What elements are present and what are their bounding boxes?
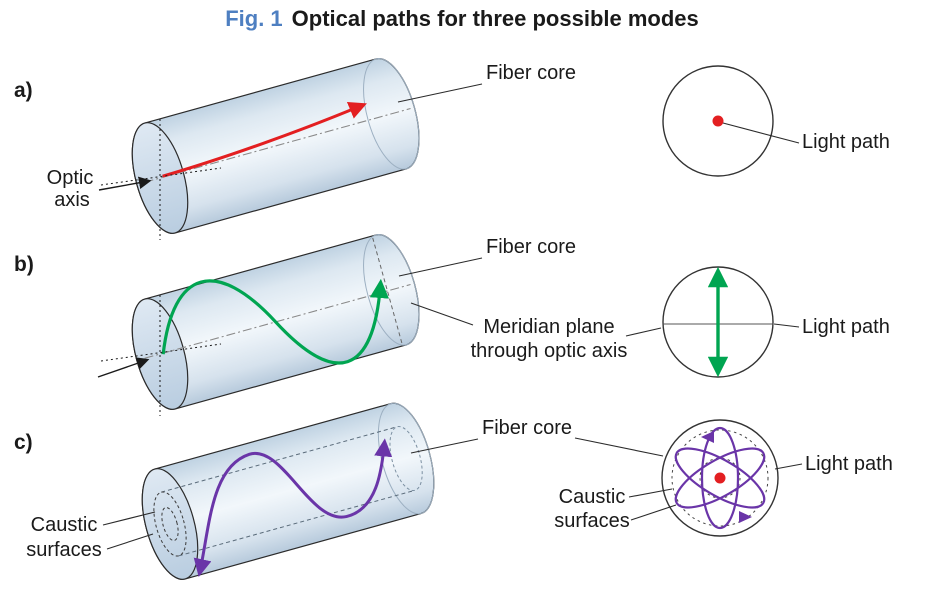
- fiber-cylinder-b: [131, 233, 420, 410]
- panel-c-tag: c): [14, 431, 33, 454]
- optic-axis-pointer-arrow: [98, 176, 152, 191]
- fiber-core-label-b: Fiber core: [486, 236, 576, 258]
- meridian-plane-edge: [372, 237, 403, 345]
- fiber-core-leader-c-right: [574, 437, 664, 457]
- light-path-leader-b: [773, 323, 800, 328]
- axial-light-ray-a: [162, 101, 367, 178]
- panel-c: c) Caustic surfaces Fiber core: [14, 402, 893, 580]
- panel-b-tag: b): [14, 253, 34, 276]
- caustic-circle-outer: [671, 429, 769, 527]
- caustic-right-label-line2: surfaces: [554, 510, 630, 532]
- construction-horizontal-line-b: [100, 343, 222, 362]
- optic-axis-label-line1: Optic: [47, 167, 94, 189]
- figure-title-label: Optical paths for three possible modes: [292, 6, 699, 31]
- caustic-left-label-line1: Caustic: [31, 514, 98, 536]
- optic-axis-line-b: [144, 283, 411, 359]
- light-path-leader-c: [774, 463, 803, 470]
- panel-a-tag: a): [14, 79, 33, 102]
- meridian-leader-right: [625, 327, 662, 337]
- fiber-core-label-c: Fiber core: [482, 417, 572, 439]
- cylinder-c-end-face: [141, 468, 199, 580]
- rosette-ellipse-1: [674, 447, 766, 509]
- optic-axis-label-line2: axis: [54, 189, 90, 211]
- fiber-core-label-a: Fiber core: [486, 62, 576, 84]
- caustic-ellipse-outer-face: [153, 491, 187, 557]
- panel-a: a) Optic axis Fiber core Light path: [14, 57, 890, 240]
- cylinder-b-far-cap: [363, 234, 420, 346]
- rosette-ellipse-2: [700, 426, 740, 530]
- caustic-right-leader-1: [628, 488, 673, 498]
- light-path-dot-c: [714, 472, 726, 484]
- meridian-label-line2: through optic axis: [471, 340, 628, 362]
- fiber-cylinder-c: [141, 402, 435, 580]
- caustic-left-leader-1: [102, 511, 156, 526]
- fiber-core-leader-b: [398, 257, 483, 277]
- rosette-arrowhead-bottom: [739, 511, 752, 523]
- light-path-leader-a: [722, 122, 800, 144]
- caustic-left-label-line2: surfaces: [26, 539, 102, 561]
- page-title: Fig. 1 Optical paths for three possible m…: [225, 6, 699, 31]
- meridian-label-line1: Meridian plane: [483, 316, 614, 338]
- meridian-leader-left: [410, 302, 474, 326]
- optic-axis-line-a: [144, 107, 411, 183]
- figure-number-label: Fig. 1: [225, 6, 282, 31]
- construction-horizontal-line-a: [100, 167, 222, 186]
- caustic-ellipse-inner-face: [161, 507, 179, 541]
- light-path-label-a: Light path: [802, 131, 890, 153]
- rosette-arrowhead-top: [701, 431, 714, 443]
- caustic-right-label-line1: Caustic: [559, 486, 626, 508]
- caustic-left-leader-2: [106, 533, 154, 550]
- fiber-core-leader-a: [397, 83, 483, 103]
- fiber-cylinder-a: [131, 57, 420, 234]
- light-path-dot-a: [712, 115, 724, 127]
- meridional-light-ray-b: [161, 278, 390, 365]
- skew-light-ray-c: [193, 438, 393, 578]
- caustic-right-leader-2: [630, 504, 677, 521]
- light-path-label-b: Light path: [802, 316, 890, 338]
- entry-pointer-arrow-b: [97, 357, 150, 378]
- panel-b: b) Fiber core Meridian plane through opt…: [14, 233, 890, 416]
- cylinder-a-far-cap: [363, 58, 420, 170]
- light-path-label-c: Light path: [805, 453, 893, 475]
- fiber-core-leader-c-left: [410, 438, 479, 454]
